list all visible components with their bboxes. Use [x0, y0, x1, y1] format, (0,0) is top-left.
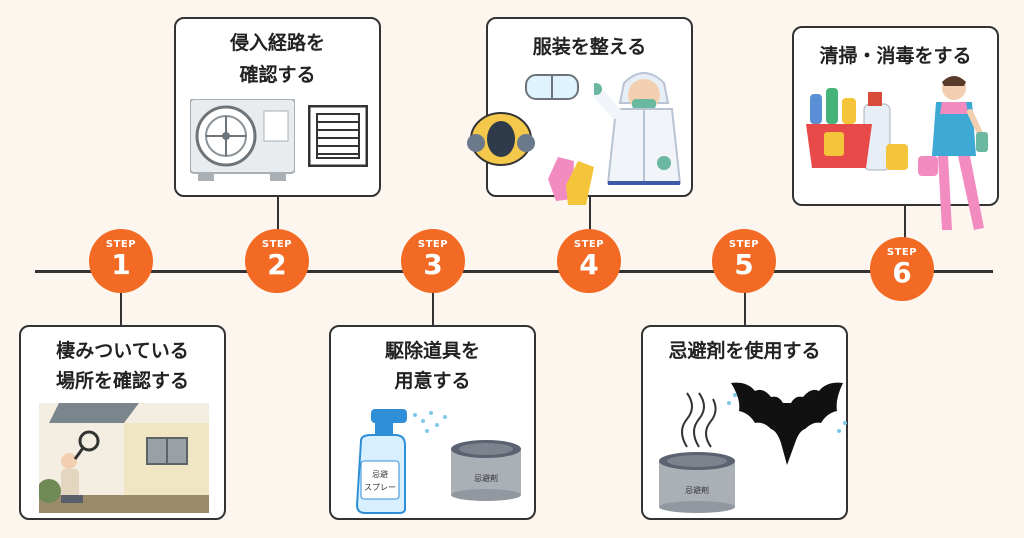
step-label: STEP [105, 239, 137, 250]
step-title-line2: 用意する [394, 370, 471, 392]
connector-step4 [589, 196, 591, 232]
step-badge-2: STEP 2 [245, 229, 309, 293]
connector-step2 [277, 196, 279, 232]
step-number: 2 [267, 248, 287, 281]
step-label: STEP [728, 239, 760, 250]
step-number: 5 [734, 248, 754, 281]
step-label: STEP [417, 239, 449, 250]
smoke-icon [681, 392, 717, 448]
connector-step5 [744, 290, 746, 325]
step-badge-1: STEP 1 [89, 229, 153, 293]
step-title-line1: 侵入経路を [229, 32, 325, 54]
step-title-line2: 場所を確認する [55, 370, 189, 392]
step-badge-3: STEP 3 [401, 229, 465, 293]
vent-grille-icon [308, 105, 368, 167]
step-number: 6 [892, 256, 912, 289]
step-card-6: 清掃・消毒をする [792, 26, 999, 230]
respirator-mask-icon [467, 112, 535, 166]
step-title: 清掃・消毒をする [819, 45, 972, 67]
step-card-3: 駆除道具を 用意する 忌避 スプレー 忌避剤 [329, 325, 536, 520]
hazmat-suit-person-illustration [594, 72, 682, 185]
step-number: 3 [423, 248, 443, 281]
protective-goggles-icon [525, 74, 579, 100]
step-card-5: 忌避剤を使用する 忌避剤 [641, 325, 848, 520]
repellent-can-icon: 忌避剤 [451, 440, 521, 501]
step-title: 服装を整える [532, 36, 647, 58]
step-card-1: 棲みついている 場所を確認する [19, 325, 226, 520]
step-badge-5: STEP 5 [712, 229, 776, 293]
step-label: STEP [886, 247, 918, 258]
step-number: 4 [579, 248, 599, 281]
spray-label-line1: 忌避 [372, 469, 388, 479]
cleaning-person-illustration [918, 76, 988, 230]
cleaning-supplies-icon [806, 88, 908, 171]
house-inspection-illustration [39, 403, 209, 513]
step-title-line2: 確認する [239, 64, 316, 86]
can-label: 忌避剤 [474, 473, 498, 483]
connector-step6 [904, 205, 906, 241]
step-label: STEP [573, 239, 605, 250]
step-label: STEP [261, 239, 293, 250]
step-card-2: 侵入経路を 確認する [174, 17, 381, 197]
step-badge-6: STEP 6 [870, 237, 934, 301]
spray-label-line2: スプレー [364, 483, 396, 492]
step-card-4: 服装を整える [467, 17, 693, 205]
can-label: 忌避剤 [685, 485, 709, 495]
repellent-spray-bottle-icon: 忌避 スプレー [355, 409, 447, 514]
timeline-line [35, 270, 993, 273]
connector-step1 [120, 290, 122, 325]
step-title-line1: 棲みついている [56, 340, 189, 362]
step-title: 忌避剤を使用する [668, 340, 821, 362]
bat-icon [727, 382, 847, 465]
gloves-icon [548, 157, 594, 205]
connector-step3 [432, 290, 434, 325]
repellent-can-icon: 忌避剤 [659, 452, 735, 513]
air-conditioner-unit-icon [190, 99, 295, 181]
step-title-line1: 駆除道具を [384, 340, 480, 362]
step-number: 1 [111, 248, 131, 281]
step-badge-4: STEP 4 [557, 229, 621, 293]
